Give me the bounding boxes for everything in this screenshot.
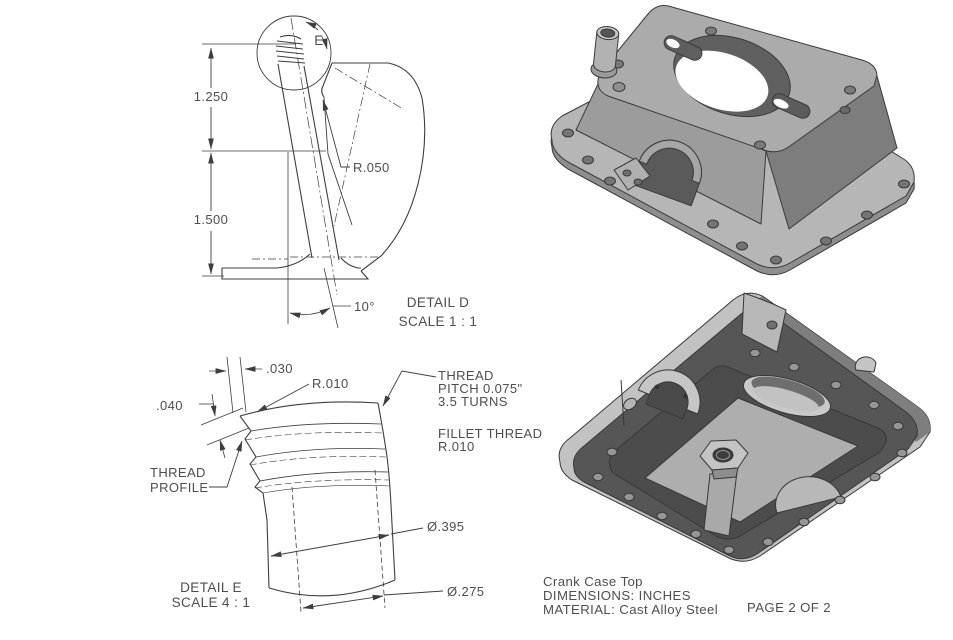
thread-profile-leader: [209, 440, 243, 488]
pitch-note-2: PITCH 0.075": [438, 381, 523, 396]
minor-dia-label: Ø.275: [447, 584, 484, 599]
detail-d-scale: SCALE 1 : 1: [399, 314, 478, 329]
central-bore-underside: [742, 374, 832, 418]
wall-edge-line: [620, 379, 625, 427]
hex-boss: [699, 439, 749, 537]
detail-circle-e: [256, 15, 332, 91]
detail-e-view: .030 R.010 .040 THREAD PROFILE THREAD PI…: [150, 356, 542, 613]
angle-label: 10°: [354, 299, 375, 314]
arch-tab: [613, 157, 651, 191]
page-note: PAGE 2 OF 2: [747, 600, 832, 615]
thread-depth-label: .040: [156, 398, 183, 413]
vent-boss-stub: [854, 356, 877, 373]
bearing-arch: [630, 139, 702, 207]
detail-e-marker: E: [314, 33, 323, 48]
left-wall-counterbore: [612, 82, 626, 92]
vent-boss: [590, 26, 620, 79]
crest-flat-label: .030: [266, 361, 293, 376]
bearing-half-bore: [637, 369, 701, 420]
r050-label: R.050: [353, 160, 390, 175]
iso-view-top: [550, 5, 915, 276]
flange-bolt-holes-bottom: [592, 348, 908, 555]
dim-1250-label: 1.250: [194, 89, 229, 104]
part-name: Crank Case Top: [543, 574, 643, 589]
fillet-note-1: FILLET THREAD: [438, 426, 542, 441]
detail-e-scale: SCALE 4 : 1: [172, 595, 251, 610]
top-slot-right: [771, 93, 811, 119]
top-face-holes: [612, 26, 856, 150]
crest-radius-label: R.010: [312, 376, 349, 391]
flange-bolt-holes: [562, 128, 910, 265]
detail-d-view: 1.250 1.500 R.050 10° E DETAIL D SCALE 1…: [194, 15, 478, 329]
thread-lines: [244, 422, 391, 494]
pitch-leader: [382, 370, 437, 407]
fillet-note-2: R.010: [438, 439, 475, 454]
inner-wall-column: [741, 292, 787, 353]
iso-view-bottom: [558, 292, 931, 562]
thread-stud-outline: [239, 401, 396, 597]
r010-leader: [256, 383, 310, 413]
central-bore: [673, 34, 791, 118]
pitch-note-3: 3.5 TURNS: [438, 394, 508, 409]
minor-dia-hidden-lines: [291, 469, 386, 613]
dim-thread-depth: [199, 393, 250, 459]
boss-section-outline: [221, 34, 426, 280]
material-note: MATERIAL: Cast Alloy Steel: [543, 601, 719, 617]
half-cylinder-cutout: [775, 476, 842, 514]
wall-slot-oval: [623, 397, 637, 411]
thread-profile-label-1: THREAD: [150, 465, 206, 480]
wall-hole: [766, 320, 778, 330]
dim-minor-dia: [302, 590, 444, 610]
units-note: DIMENSIONS: INCHES: [543, 587, 691, 603]
dim-1500-label: 1.500: [194, 212, 229, 227]
r050-leader: [322, 99, 350, 168]
dim-crest-flat: [209, 356, 262, 414]
pitch-note-1: THREAD: [438, 368, 494, 383]
major-dia-label: Ø.395: [427, 519, 464, 534]
centerlines: [252, 17, 404, 296]
thread-profile-label-2: PROFILE: [150, 480, 208, 495]
detail-d-title: DETAIL D: [407, 295, 469, 310]
dim-major-dia: [270, 527, 424, 557]
extension-lines: [202, 43, 326, 277]
detail-e-title: DETAIL E: [180, 580, 242, 595]
top-slot-left: [663, 35, 703, 61]
title-block: Crank Case Top DIMENSIONS: INCHES MATERI…: [543, 575, 718, 616]
arch-tab-holes: [622, 169, 643, 186]
right-wall-counterbore: [839, 106, 851, 114]
angle-dim: [287, 152, 351, 329]
